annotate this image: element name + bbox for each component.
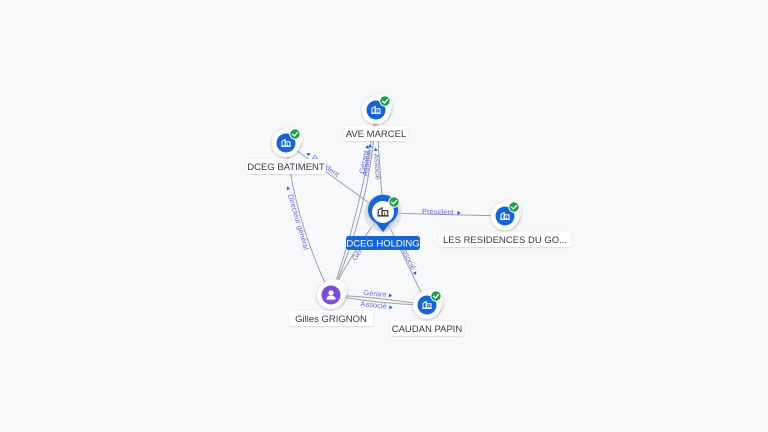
check-badge-icon xyxy=(379,95,391,107)
node-label: DCEG HOLDING xyxy=(346,239,419,250)
edge-label-text: Associé xyxy=(360,149,373,176)
edge-label-associ: Associé xyxy=(360,144,373,177)
edge-label-text: Gérant xyxy=(363,288,388,299)
node-les-residences-du-go[interactable]: LES RESIDENCES DU GO... xyxy=(438,200,572,247)
building-icon xyxy=(371,105,381,114)
node-gilles-grignon[interactable]: Gilles GRIGNON xyxy=(288,279,374,326)
node-dceg-batiment[interactable]: DCEG BATIMENT xyxy=(246,127,326,174)
edge-label-g-rant: Gérant xyxy=(357,145,371,174)
node-label: LES RESIDENCES DU GO... xyxy=(443,235,567,246)
node-caudan-papin[interactable]: CAUDAN PAPIN xyxy=(390,289,464,336)
building-icon xyxy=(422,300,432,309)
edge-label-directeur-g-n-ral: Directeur général xyxy=(286,186,311,251)
edge-label-associ: Associé xyxy=(372,147,383,180)
edge-label-associ: Associé xyxy=(360,299,393,311)
node-label: CAUDAN PAPIN xyxy=(392,324,463,335)
edge-label-text: Président xyxy=(422,207,455,217)
building-icon xyxy=(377,207,389,217)
person-icon xyxy=(326,290,336,300)
edge-arrow-icon xyxy=(373,147,378,152)
node-label: Gilles GRIGNON xyxy=(295,314,367,325)
edge-label-pr-sident: Président xyxy=(422,207,461,217)
edge-arrow-icon xyxy=(457,210,461,215)
edge-label-text: Gérant xyxy=(357,149,370,174)
edge-arrow-icon xyxy=(388,293,393,298)
nodes-layer: DCEG HOLDING AVE MARCEL DCEG BATIMENT LES R… xyxy=(246,94,572,336)
node-label: AVE MARCEL xyxy=(346,129,407,140)
check-badge-icon xyxy=(289,128,301,140)
edge-label-text: Associé xyxy=(360,299,387,311)
edge-arrow-icon xyxy=(286,186,291,191)
edge-arrow-icon xyxy=(306,153,311,157)
edge-arrow-icon xyxy=(412,271,417,276)
check-badge-icon xyxy=(430,290,442,302)
check-badge-icon xyxy=(388,196,400,208)
edge-arrow-icon xyxy=(367,144,372,148)
node-label: DCEG BATIMENT xyxy=(247,162,325,173)
node-ave-marcel[interactable]: AVE MARCEL xyxy=(344,94,408,141)
check-badge-icon xyxy=(508,201,520,213)
edge-label-text: Associé xyxy=(372,153,383,180)
edge-arrow-icon xyxy=(365,145,370,149)
edge-label-g-rant: Gérant xyxy=(363,288,393,299)
edge-label-text: Directeur général xyxy=(286,193,311,251)
node-dceg-holding[interactable]: DCEG HOLDING xyxy=(346,194,420,250)
building-icon xyxy=(281,138,291,147)
building-icon xyxy=(500,211,510,220)
edge-arrow-icon xyxy=(389,305,393,310)
